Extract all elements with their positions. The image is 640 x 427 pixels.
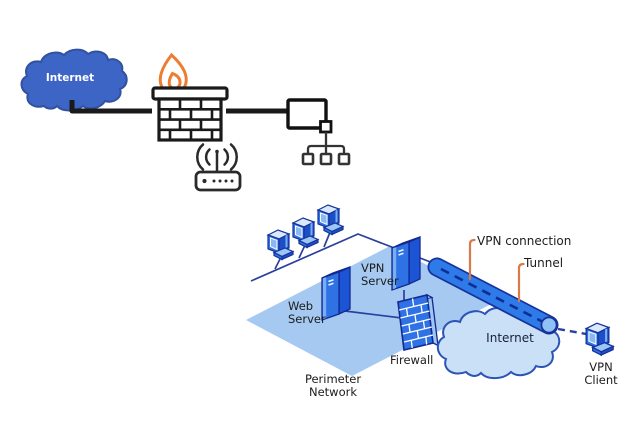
web-server-label: Web Server xyxy=(288,299,326,326)
firewall-wall-icon xyxy=(151,86,229,142)
internet-cloud-icon xyxy=(20,48,128,112)
tunnel-label: Tunnel xyxy=(524,256,564,270)
callout-lines xyxy=(468,238,525,303)
vpn-connection-label: VPN connection xyxy=(477,234,572,248)
workstation-icon xyxy=(317,204,344,236)
bottom-internet-cloud-label: Internet xyxy=(486,331,534,345)
perimeter-plane xyxy=(246,246,497,376)
vpn-tunnel-icon xyxy=(427,257,587,336)
tunnel-to-client-dashes xyxy=(557,327,587,336)
switch-icon xyxy=(286,98,333,134)
workstation-icon xyxy=(267,229,294,261)
vpn-client-icon xyxy=(585,322,614,356)
perimeter-network-label: Perimeter Network xyxy=(304,372,362,399)
top-internet-cloud-label: Internet xyxy=(45,72,95,84)
cloud-to-firewall-line xyxy=(69,100,152,114)
tunnel-callout xyxy=(517,262,525,303)
vpn-client-label: VPN Client xyxy=(584,360,618,387)
firewall-panel-icon xyxy=(396,293,439,351)
vpn-perimeter-diagram xyxy=(246,204,614,380)
workstation-icon xyxy=(292,217,319,249)
firewall-icon xyxy=(151,52,229,142)
wireless-router-icon xyxy=(194,143,242,192)
firewall-label: Firewall xyxy=(390,353,434,367)
vpn-connection-callout xyxy=(468,238,476,281)
vpn-server-label: VPN Server xyxy=(361,261,399,288)
subnet-nodes-icon xyxy=(301,132,351,166)
simple-network-diagram xyxy=(20,48,351,192)
